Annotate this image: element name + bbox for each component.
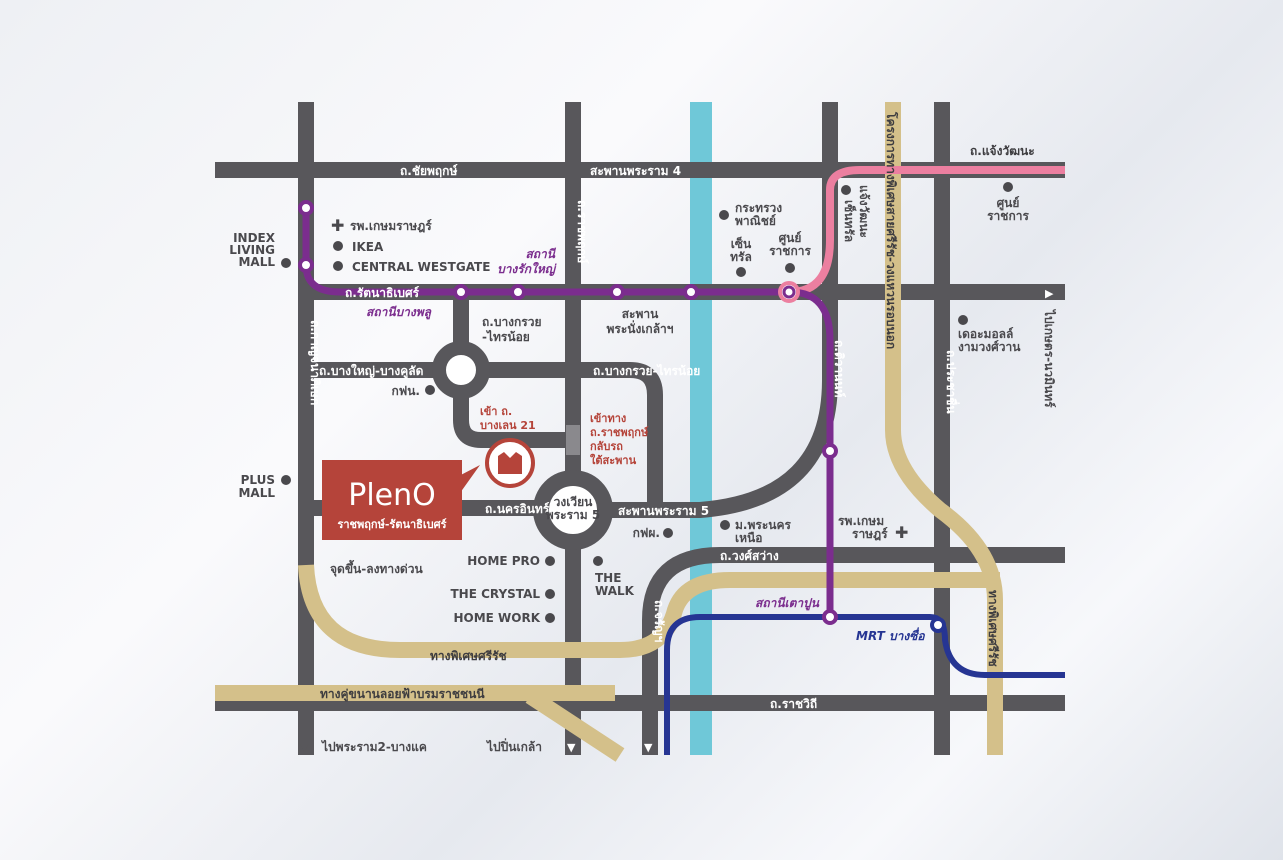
poi-label: WALK [595, 584, 635, 598]
road-label: ถ.ชัยพฤกษ์ [400, 164, 458, 178]
poi-label: พาณิชย์ [735, 214, 776, 228]
road-label: ถ.ราชวิถี [770, 697, 817, 711]
arrow-down-icon: ▼ [567, 741, 576, 754]
direction-label: ไปเกษตร-นวมินทร์ [1042, 308, 1057, 408]
expressway-label: ทางพิเศษศรีรัช [430, 649, 507, 663]
station-markers [298, 200, 838, 625]
logo-wordmark: PlenO [348, 478, 436, 513]
road-label: สะพานพระราม 4 [590, 164, 681, 178]
road-label: ถ.รัตนาธิเบศร์ [345, 286, 420, 300]
poi-label: MALL [238, 486, 275, 500]
poi-dots [281, 182, 1013, 623]
bridge-label: สะพาน [622, 307, 659, 321]
poi-label: งามวงศ์วาน [958, 340, 1021, 354]
poi-label: THE CRYSTAL [450, 587, 540, 601]
poi-label: THE [595, 571, 621, 585]
road-label: ถ.กาญจนาภิเษก [308, 320, 322, 405]
poi-label: IKEA [352, 240, 384, 254]
logo-subtitle: ราชพฤกษ์-รัตนาธิเบศร์ [337, 518, 446, 531]
poi-label: LIVING [229, 243, 275, 257]
expressway-label: ทางพิเศษศรีรัช [986, 590, 1000, 667]
road-label: ถ.แจ้งวัฒนะ [970, 144, 1035, 158]
poi-label: รพ.เกษม [838, 514, 884, 528]
poi-label: INDEX [233, 231, 276, 245]
poi-label: ราชการ [769, 244, 811, 258]
poi-label: ราชการ [987, 209, 1029, 223]
expressway-label: ทางคู่ขนานลอยฟ้าบรมราชชนนี [320, 687, 485, 702]
poi-label: PLUS [241, 473, 275, 487]
project-logo: PlenO ราชพฤกษ์-รัตนาธิเบศร์ [322, 460, 480, 540]
poi-label: เซ็น [731, 236, 752, 251]
poi-label: รพ.เกษมราษฎร์ [350, 219, 432, 233]
road-label: ถ.นครอินทร์ [485, 502, 550, 516]
arrow-down-icon: ▼ [300, 741, 309, 754]
road-label: ถ.บางกรวย [482, 315, 542, 329]
mrt-bangsue-station [930, 617, 946, 633]
station-label: บางรักใหญ่ [497, 261, 557, 276]
building-icon [498, 452, 522, 474]
hospital-icon: ✚ [331, 216, 344, 235]
poi-label: กฟน. [391, 384, 420, 398]
poi-label: ทรัล [730, 250, 752, 264]
poi-label: เหนือ [735, 531, 762, 545]
direction-label: ไปปิ่นเกล้า [485, 738, 542, 754]
poi-label: HOME WORK [453, 611, 540, 625]
station-label: MRT บางซื่อ [856, 627, 925, 643]
poi-label: เดอะมอลล์ [958, 327, 1013, 341]
bridge-label: พระนั่งเกล้าฯ [606, 320, 673, 336]
direction-note: กลับรถ [590, 440, 623, 453]
expressway-entry-label: จุดขึ้น-ลงทางด่วน [330, 559, 423, 577]
arrow-right-icon: ▶ [1045, 287, 1054, 300]
expressway-label: โครงการทางพิเศษสายศรีรัช-วงแหวนรอบนอก [884, 111, 899, 349]
poi-label: CENTRAL WESTGATE [352, 260, 490, 274]
road-label: สะพานพระราม 5 [618, 504, 709, 518]
road-label: ถ.จรัญฯ [652, 600, 666, 643]
direction-note: เข้า ถ. [480, 405, 512, 418]
poi-label: ศูนย์ [997, 196, 1020, 211]
expressways [215, 102, 1003, 762]
hospital-icon: ✚ [895, 523, 908, 542]
roundabout-label: พระราม 5 [546, 508, 600, 522]
direction-label: ไปพระราม2-บางแค [320, 739, 427, 754]
direction-note: ถ.ราชพฤกษ์ [590, 426, 649, 439]
poi-label: กระทรวง [735, 201, 782, 215]
poi-label: ศูนย์ [779, 231, 802, 246]
road-label: ถ.วงศ์สว่าง [720, 549, 779, 563]
poi-label: HOME PRO [467, 554, 540, 568]
poi-label: ราษฎร์ [852, 527, 888, 541]
poi-label: แจ้งวัฒนะ [857, 185, 871, 238]
direction-note: ใต้สะพาน [590, 453, 637, 467]
direction-note: บางเลน 21 [480, 419, 536, 432]
poi-label: MALL [238, 255, 275, 269]
road-label: ถ.ประชาชื่น [944, 350, 960, 414]
road-label: ถ.ราชพฤกษ์ [575, 200, 589, 264]
station-label: สถานีบางพลู [366, 305, 432, 320]
pink-line [789, 166, 1065, 296]
arrow-down-icon: ▼ [644, 741, 653, 754]
road-label: ถ.ติวานนท์ [832, 340, 846, 398]
poi-label: เซ็นทรัล [842, 200, 857, 242]
road-label: -ไทรน้อย [482, 329, 530, 344]
roundabout-label: วงเวียน [554, 495, 593, 509]
road-label: ถ.บางกรวย-ไทรน้อย [593, 363, 700, 378]
road-label: ถ.บางใหญ่-บางคูลัด [319, 363, 424, 379]
poi-label: กฟผ. [633, 526, 660, 540]
poi-label: ม.พระนคร [735, 518, 792, 532]
chao-phraya-river [690, 102, 712, 755]
direction-note: เข้าทาง [590, 412, 626, 425]
station-label: สถานีเตาปูน [755, 596, 820, 611]
station-label: สถานี [525, 247, 556, 261]
